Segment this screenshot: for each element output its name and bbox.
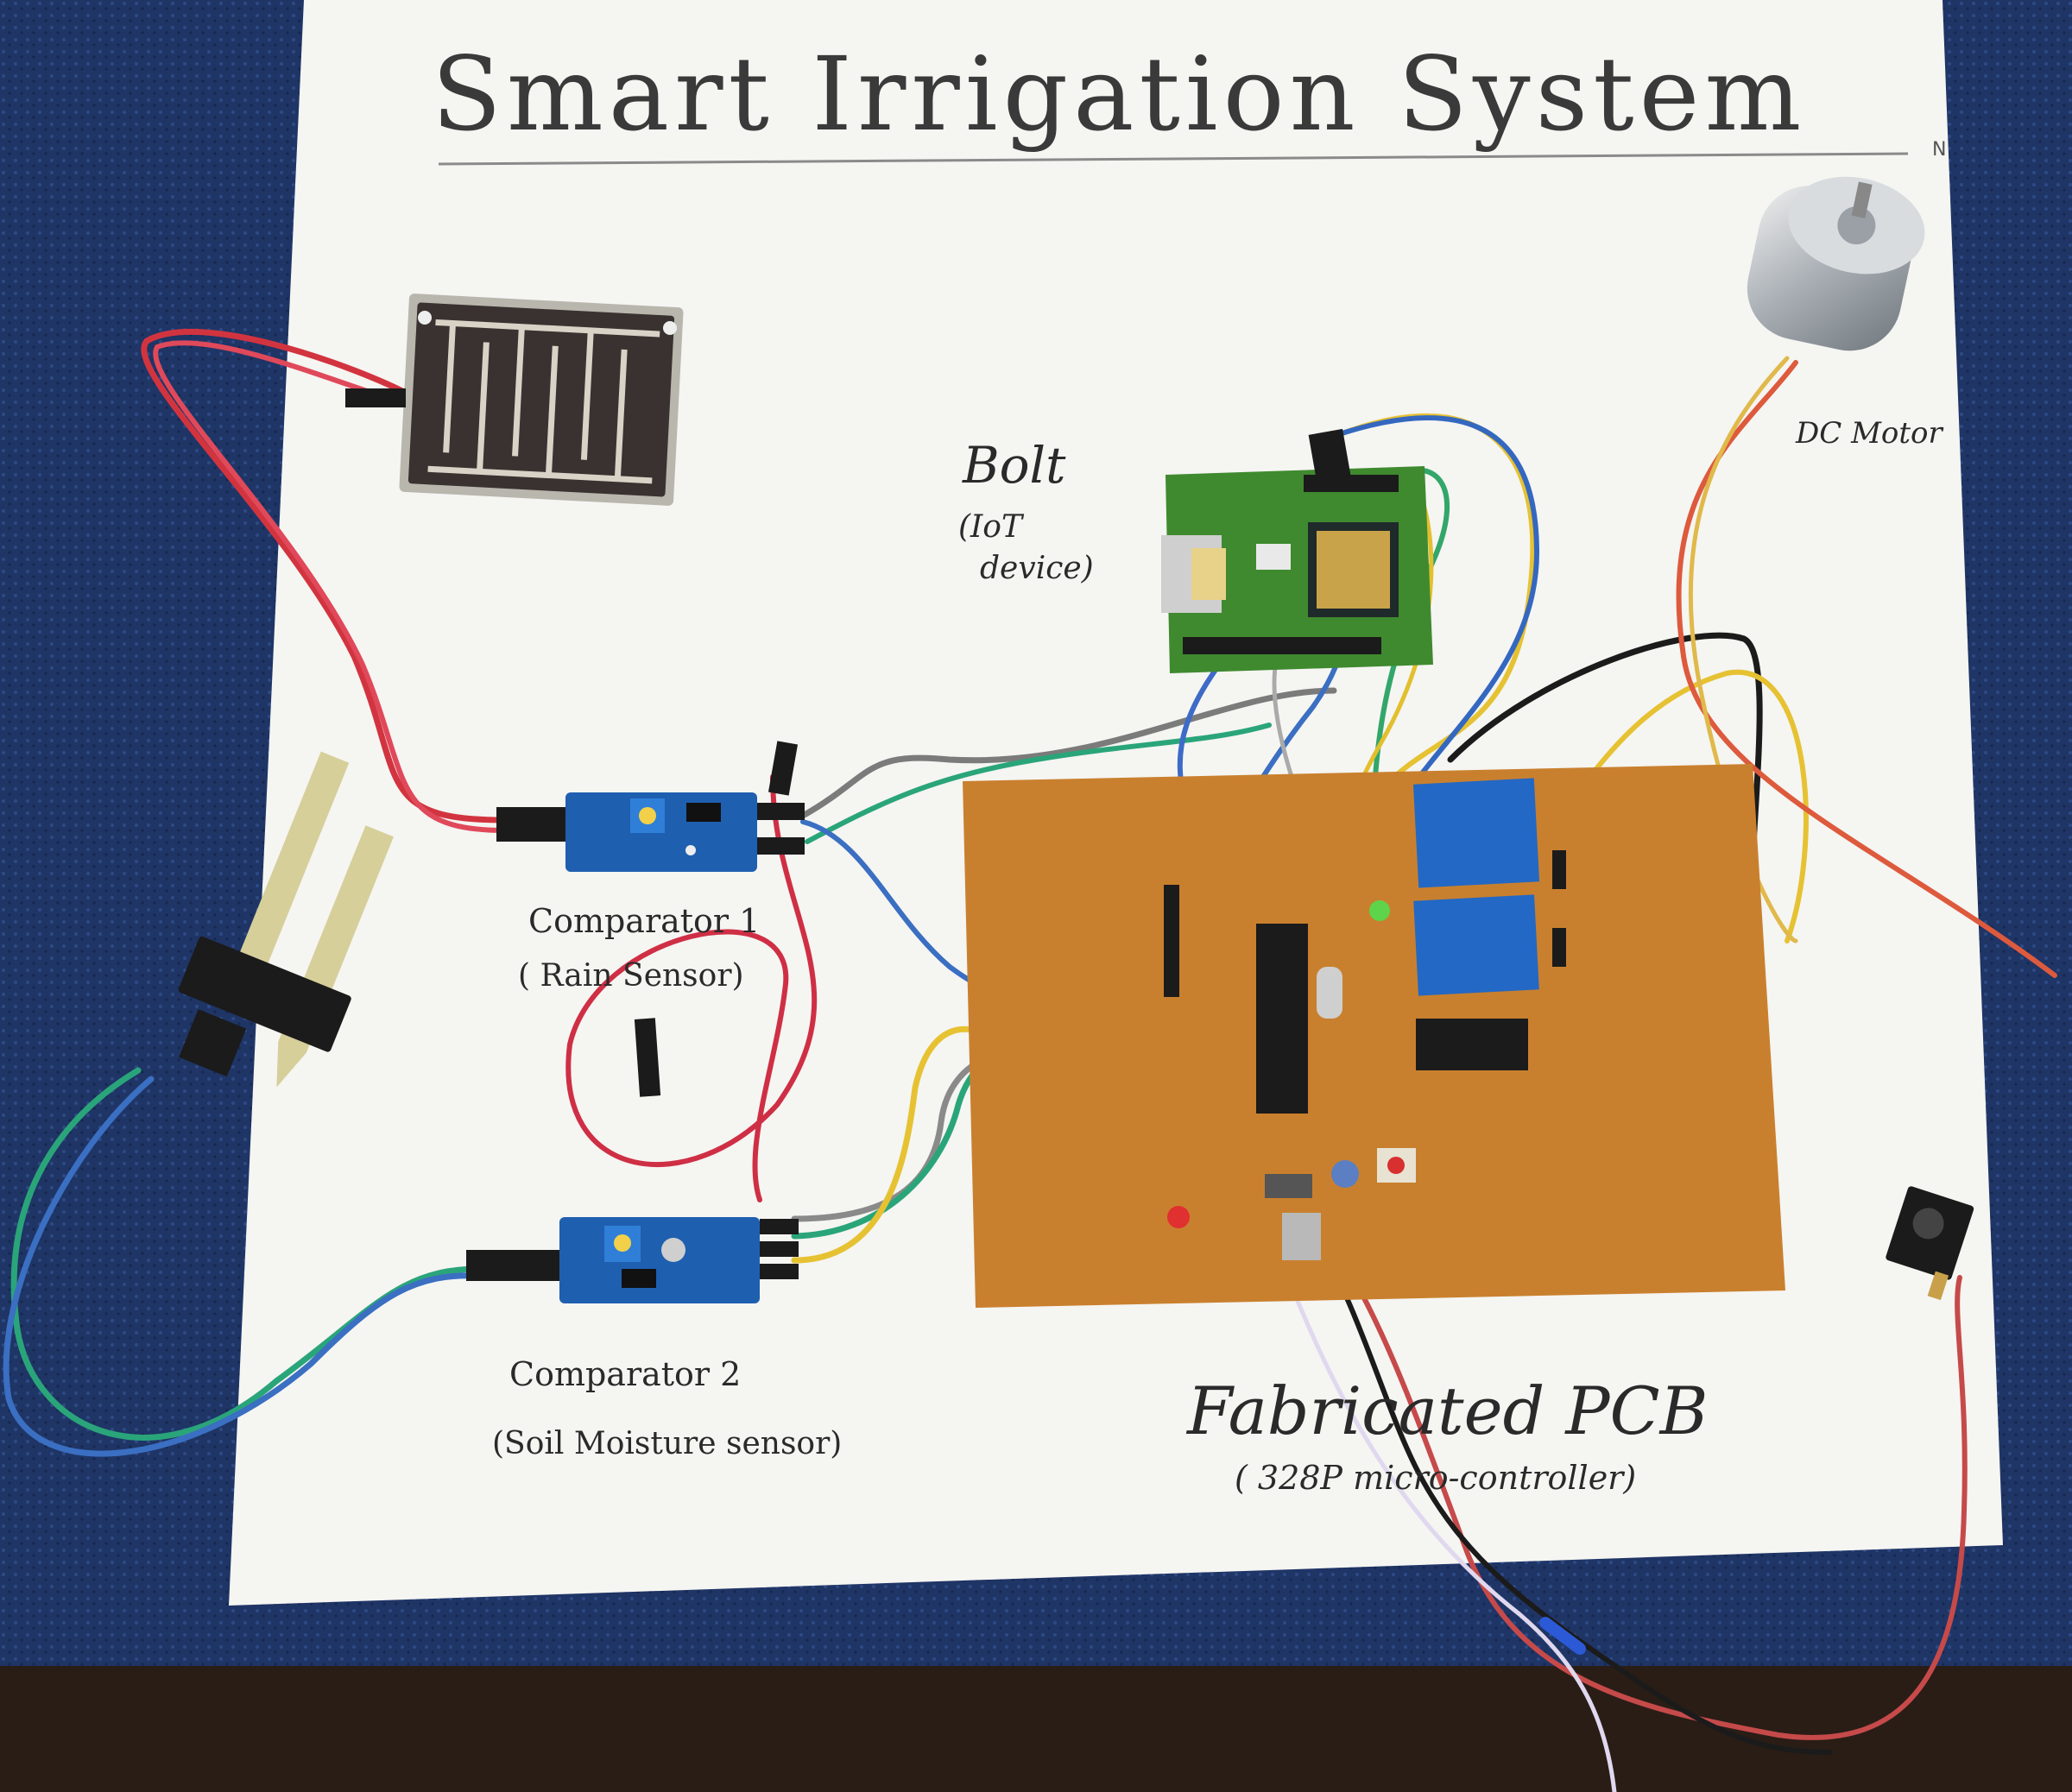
comparator-1-module: [496, 741, 805, 872]
wire-red-power: [1318, 1223, 1968, 1740]
board-title: Smart Irrigation System: [432, 35, 1807, 154]
bolt-iot-board: [1161, 428, 1433, 673]
comparator1-sublabel: ( Rain Sensor): [518, 958, 744, 994]
wire-red-rain: [141, 328, 509, 823]
wire-yellow-motor: [1688, 356, 1798, 943]
title-underline: [438, 152, 1909, 166]
wire-black-power: [1305, 1223, 1833, 1755]
page-mark: N: [1932, 139, 1946, 161]
dc-power-jack: [1886, 1186, 1974, 1301]
wire-yellow-relay: [1551, 669, 1809, 943]
wire-grey-comp1: [799, 687, 1337, 819]
wire-red-loop: [565, 774, 818, 1202]
rain-sensor-plate: [345, 293, 684, 506]
dc-motor-label: DC Motor: [1796, 416, 1942, 451]
bolt-sublabel-line2: device): [980, 551, 1094, 586]
dc-motor: [1747, 176, 1925, 351]
pcb-sublabel: ( 328P micro-controller): [1235, 1459, 1637, 1497]
comparator1-label: Comparator 1: [528, 902, 761, 940]
loose-jumper: [634, 1018, 661, 1097]
comparator2-sublabel: (Soil Moisture sensor): [492, 1426, 843, 1461]
soil-moisture-probe: [178, 751, 394, 1088]
wire-blue-soil: [3, 1076, 483, 1457]
comparator-2-module: [466, 1217, 799, 1303]
wire-white-power: [1292, 1292, 1617, 1792]
comparator2-label: Comparator 2: [509, 1355, 742, 1393]
wire-red-rain-2: [153, 340, 508, 833]
wire-red-motor: [1676, 360, 2057, 978]
pcb-label: Fabricated PCB: [1187, 1372, 1709, 1449]
wire-blue-tape: [1539, 1617, 1586, 1655]
fabricated-pcb: [963, 764, 1785, 1308]
wire-green-comp1: [805, 722, 1272, 844]
floor-shadow: [0, 1666, 2072, 1792]
bolt-label: Bolt: [963, 436, 1066, 495]
bolt-sublabel-line1: (IoT: [958, 509, 1022, 545]
